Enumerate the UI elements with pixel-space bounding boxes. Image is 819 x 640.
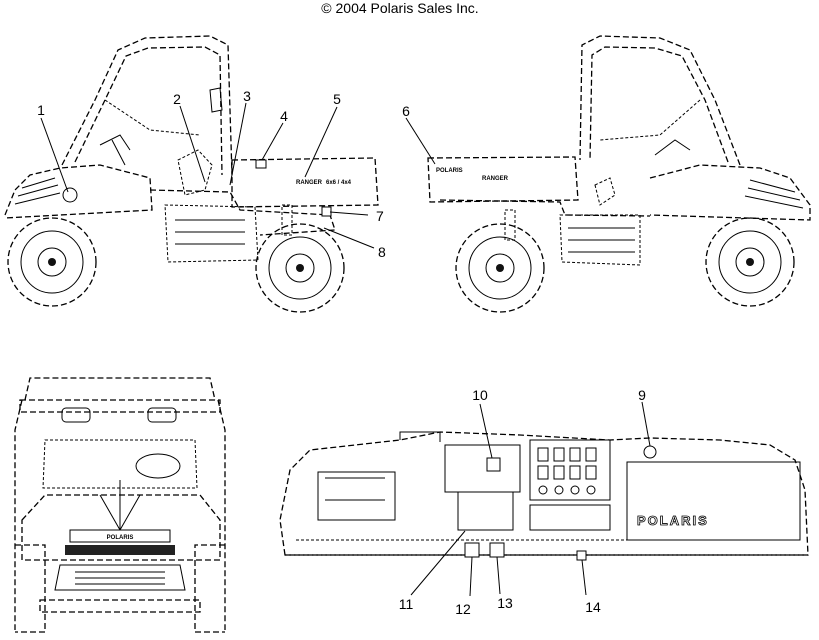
callout-9: 9 [638,387,646,403]
callout-13: 13 [497,595,513,611]
callout-12: 12 [455,601,471,617]
copyright-text: © 2004 Polaris Sales Inc. [321,0,478,16]
callout-5: 5 [333,91,341,107]
right-side-view: POLARIS RANGER [427,35,811,313]
callout-leaders [40,102,651,597]
callout-8: 8 [378,244,386,260]
svg-text:6x6 / 4x4: 6x6 / 4x4 [326,180,352,186]
callout-1: 1 [37,102,45,118]
callout-numbers: 1 2 3 4 5 6 7 8 9 10 11 12 13 14 [37,88,646,617]
callout-11: 11 [399,596,414,612]
left-side-view: RANGER 6x6 / 4x4 [4,35,379,313]
front-view: POLARIS [14,377,226,633]
callout-7: 7 [376,208,384,224]
callout-6: 6 [402,103,410,119]
svg-text:POLARIS: POLARIS [107,535,134,541]
svg-text:POLARIS: POLARIS [436,168,463,174]
callout-10: 10 [472,387,488,403]
callout-14: 14 [585,599,601,615]
polaris-brand-mark: POLARIS [637,513,709,528]
svg-text:RANGER: RANGER [482,176,509,182]
callout-3: 3 [243,88,251,104]
callout-2: 2 [173,91,181,107]
svg-text:RANGER: RANGER [296,180,323,186]
dashboard-view: POLARIS [279,431,809,561]
callout-4: 4 [280,108,288,124]
